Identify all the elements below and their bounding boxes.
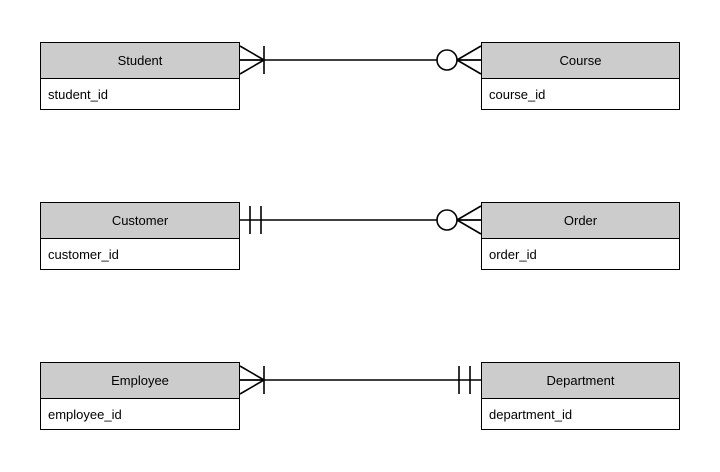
entity-course[interactable]: Course course_id: [481, 42, 680, 110]
cardinality-exactly-one-right: [458, 366, 471, 394]
zero-circle-icon: [436, 49, 458, 71]
entity-student-attribute: student_id: [48, 87, 108, 102]
relationship-student-course: [239, 45, 482, 75]
cardinality-one-or-many-left: [239, 45, 265, 75]
entity-student[interactable]: Student student_id: [40, 42, 240, 110]
zero-circle-icon: [436, 209, 458, 231]
cardinality-exactly-one-left: [249, 206, 262, 234]
entity-employee[interactable]: Employee employee_id: [40, 362, 240, 430]
relationship-customer-order: [240, 205, 482, 235]
entity-course-title: Course: [482, 43, 679, 79]
entity-employee-attribute: employee_id: [48, 407, 122, 422]
cardinality-zero-or-many-right: [436, 45, 482, 75]
entity-customer[interactable]: Customer customer_id: [40, 202, 240, 270]
cardinality-zero-or-many-right: [436, 205, 482, 235]
entity-customer-attribute: customer_id: [48, 247, 119, 262]
entity-department-title: Department: [482, 363, 679, 399]
cardinality-one-or-many-left: [239, 365, 265, 395]
relationship-employee-department: [239, 365, 481, 395]
entity-order-title: Order: [482, 203, 679, 239]
entity-customer-title: Customer: [41, 203, 239, 239]
entity-order[interactable]: Order order_id: [481, 202, 680, 270]
entity-department[interactable]: Department department_id: [481, 362, 680, 430]
entity-department-attribute: department_id: [489, 407, 573, 422]
entity-employee-title: Employee: [41, 363, 239, 399]
entity-student-title: Student: [41, 43, 239, 79]
entity-order-attribute: order_id: [489, 247, 537, 262]
entity-course-attribute: course_id: [489, 87, 546, 102]
